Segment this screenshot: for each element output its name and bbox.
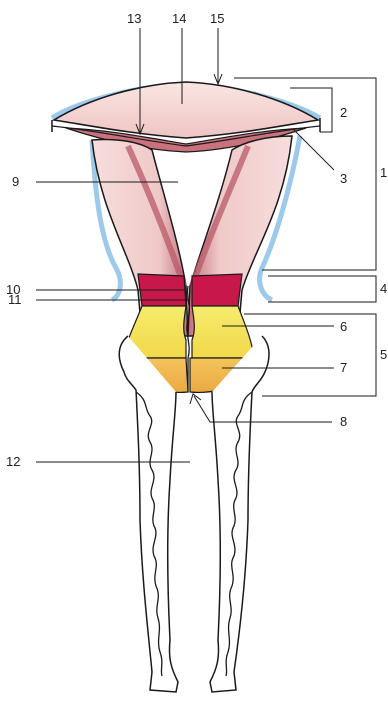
label-7: 7: [340, 361, 347, 375]
label-5: 5: [380, 348, 387, 362]
label-12: 12: [6, 455, 20, 469]
label-1: 1: [380, 166, 387, 180]
label-3: 3: [340, 172, 347, 186]
label-14: 14: [172, 12, 186, 26]
label-2: 2: [340, 106, 347, 120]
label-6: 6: [340, 320, 347, 334]
label-15: 15: [210, 12, 224, 26]
label-9: 9: [12, 175, 19, 189]
label-13: 13: [127, 12, 141, 26]
label-11: 11: [8, 293, 22, 307]
label-4: 4: [380, 282, 387, 296]
label-8: 8: [340, 415, 347, 429]
